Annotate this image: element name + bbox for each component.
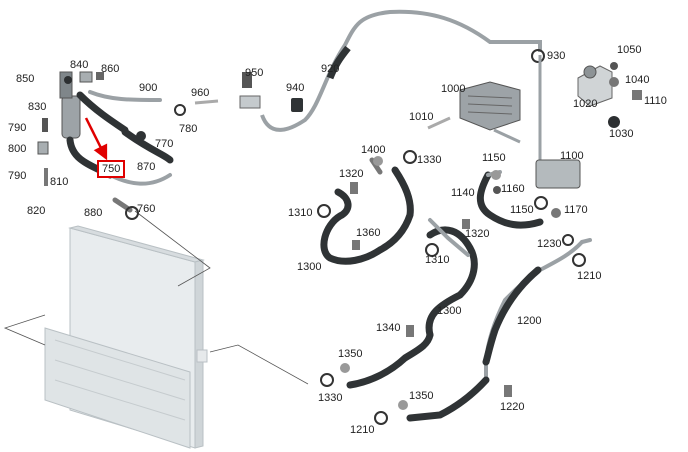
part-label[interactable]: 870 xyxy=(137,161,156,173)
part-label[interactable]: 1320 xyxy=(339,168,364,180)
part-label[interactable]: 1220 xyxy=(500,401,525,413)
part-label[interactable]: 920 xyxy=(321,63,340,75)
part-label[interactable]: 950 xyxy=(245,67,264,79)
hose-1300-lower xyxy=(346,218,478,389)
part-label[interactable]: 1000 xyxy=(441,83,466,95)
seal-770 xyxy=(136,131,146,141)
o-ring-930 xyxy=(531,49,545,63)
o-ring-1310a xyxy=(317,204,331,218)
hose-left-upper xyxy=(66,90,174,213)
o-ring-780 xyxy=(174,104,186,116)
fitting-960 xyxy=(194,95,261,109)
part-label[interactable]: 1160 xyxy=(501,183,525,195)
part-label[interactable]: 820 xyxy=(27,205,46,217)
part-label[interactable]: 930 xyxy=(547,50,566,62)
part-label[interactable]: 1310 xyxy=(425,254,450,266)
cap-940 xyxy=(291,98,303,112)
part-label[interactable]: 1310 xyxy=(288,207,313,219)
part-label[interactable]: 1330 xyxy=(318,392,343,404)
hose-1140 xyxy=(476,170,544,229)
o-ring-1330a xyxy=(403,150,417,164)
cap-1170 xyxy=(551,208,561,218)
part-label[interactable]: 1140 xyxy=(451,187,475,199)
o-ring-1210b xyxy=(374,411,388,425)
condenser xyxy=(44,225,208,449)
part-label[interactable]: 1020 xyxy=(573,98,598,110)
part-label[interactable]: 780 xyxy=(179,123,198,135)
o-ring-1330b xyxy=(320,373,334,387)
part-label[interactable]: 960 xyxy=(191,87,210,99)
part-label[interactable]: 770 xyxy=(155,138,174,150)
hose-1300-upper xyxy=(320,157,414,265)
o-ring-1210a xyxy=(572,253,586,267)
part-label[interactable]: 760 xyxy=(137,203,156,215)
part-label[interactable]: 1010 xyxy=(409,111,434,123)
part-label[interactable]: 1040 xyxy=(625,74,650,86)
drier-assembly xyxy=(37,71,104,186)
part-label[interactable]: 1210 xyxy=(350,424,375,436)
o-ring-1310b xyxy=(425,243,439,257)
part-label[interactable]: 1300 xyxy=(297,261,322,273)
part-label[interactable]: 790 xyxy=(8,122,27,134)
compressor-1000 xyxy=(427,81,521,144)
part-label[interactable]: 1330 xyxy=(417,154,442,166)
valve-950 xyxy=(242,72,252,88)
o-ring-760 xyxy=(125,206,139,220)
accumulator-1100 xyxy=(535,159,581,189)
part-label[interactable]: 940 xyxy=(286,82,305,94)
valve-1150a xyxy=(491,170,501,180)
part-label[interactable]: 1170 xyxy=(564,204,588,216)
valve-1320a xyxy=(350,182,358,194)
leader-lines xyxy=(3,210,309,385)
part-label[interactable]: 1100 xyxy=(560,150,584,162)
cap-1350b xyxy=(398,400,408,410)
callout-arrow xyxy=(84,117,108,161)
part-label[interactable]: 800 xyxy=(8,143,27,155)
part-label[interactable]: 860 xyxy=(101,63,120,75)
part-label[interactable]: 840 xyxy=(70,59,89,71)
part-label[interactable]: 1150 xyxy=(510,204,534,216)
bracket-1020 xyxy=(577,62,642,128)
part-label[interactable]: 790 xyxy=(8,170,27,182)
part-label[interactable]: 880 xyxy=(84,207,103,219)
part-label[interactable]: 810 xyxy=(50,176,69,188)
o-ring-1150b xyxy=(534,196,548,210)
part-label[interactable]: 1400 xyxy=(361,144,386,156)
pipe-1200 xyxy=(406,238,592,422)
o-ring-1230 xyxy=(562,234,574,246)
part-label[interactable]: 900 xyxy=(139,82,158,94)
part-label[interactable]: 830 xyxy=(28,101,47,113)
part-label[interactable]: 1360 xyxy=(356,227,381,239)
part-label[interactable]: 1340 xyxy=(376,322,401,334)
part-label[interactable]: 1300 xyxy=(437,305,462,317)
valve-1360 xyxy=(352,240,360,250)
part-label[interactable]: 1110 xyxy=(644,95,667,107)
valve-1340 xyxy=(406,325,414,337)
part-label[interactable]: 1030 xyxy=(609,128,634,140)
part-label[interactable]: 1210 xyxy=(577,270,602,282)
part-label[interactable]: 1150 xyxy=(482,152,506,164)
part-label[interactable]: 1200 xyxy=(517,315,542,327)
part-label[interactable]: 1050 xyxy=(617,44,642,56)
part-label[interactable]: 1230 xyxy=(537,238,562,250)
part-label[interactable]: 1350 xyxy=(338,348,363,360)
cap-1350a xyxy=(340,363,350,373)
pipe-920 xyxy=(260,9,542,132)
cap-1400 xyxy=(373,156,383,166)
highlighted-part-label[interactable]: 750 xyxy=(97,160,126,178)
cap-1160 xyxy=(493,186,501,194)
valve-1220 xyxy=(504,385,512,397)
part-label[interactable]: 1350 xyxy=(409,390,434,402)
part-label[interactable]: 1320 xyxy=(465,228,490,240)
part-label[interactable]: 850 xyxy=(16,73,35,85)
valve-1320b xyxy=(462,219,470,229)
